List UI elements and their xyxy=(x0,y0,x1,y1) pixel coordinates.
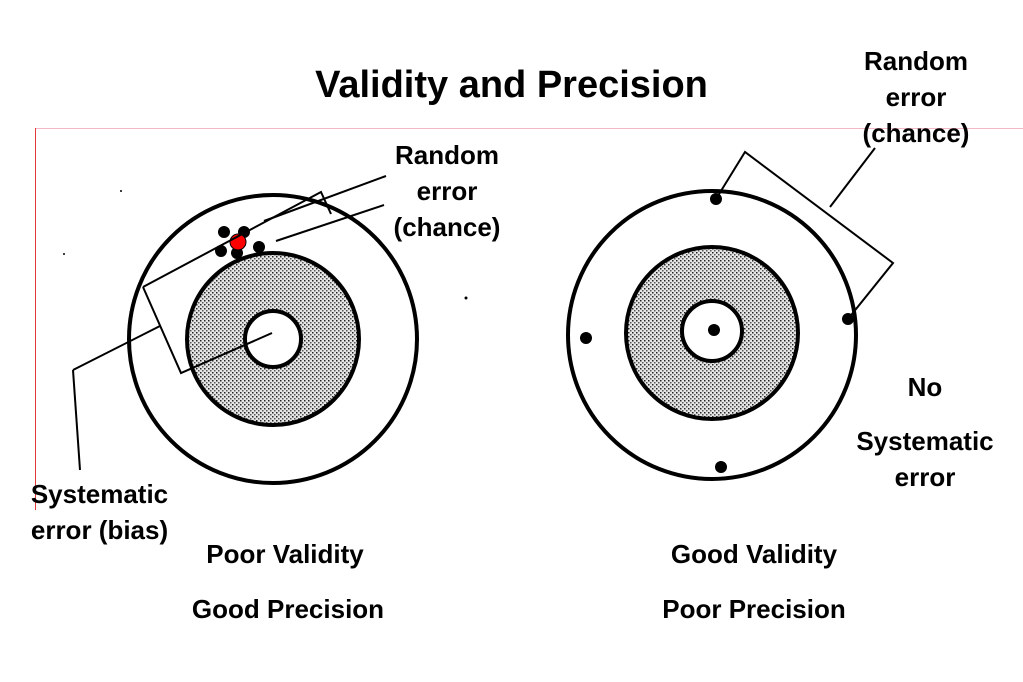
left-shot xyxy=(218,226,230,238)
left-random-error-label: Random error (chance) xyxy=(380,137,514,245)
label-line: Systematic xyxy=(856,426,994,456)
right-target xyxy=(566,147,895,481)
systematic-error-label: Systematic error (bias) xyxy=(12,476,187,548)
right-shot xyxy=(580,332,592,344)
left-validity-label: Poor Validity xyxy=(206,539,364,569)
right-precision-label: Poor Precision xyxy=(662,594,846,624)
right-shot xyxy=(708,324,720,336)
slide-left-rule xyxy=(35,128,36,510)
left-shot xyxy=(253,241,265,253)
label-line: Systematic xyxy=(30,479,169,509)
label-line: Random xyxy=(864,46,968,76)
label-line: error xyxy=(416,176,478,206)
speck xyxy=(464,296,468,300)
no-systematic-error-label: No Systematic error xyxy=(840,369,1010,495)
label-line: Random xyxy=(395,140,499,170)
label-line: error xyxy=(885,82,947,112)
random-error-bracket xyxy=(715,150,895,320)
right-shot xyxy=(715,461,727,473)
label-line: (chance) xyxy=(862,118,970,148)
label-line: error xyxy=(894,462,956,492)
right-validity-label: Good Validity xyxy=(670,539,838,569)
label-line: No xyxy=(907,372,943,402)
speck xyxy=(120,190,122,192)
label-line: error (bias) xyxy=(30,515,169,545)
speck xyxy=(63,253,65,255)
slide-top-rule xyxy=(35,128,1023,129)
left-target xyxy=(72,175,419,485)
random-error-pointer xyxy=(263,175,387,222)
left-precision-label: Good Precision xyxy=(191,594,385,624)
label-line: (chance) xyxy=(393,212,501,242)
right-random-error-label: Random error (chance) xyxy=(848,43,984,151)
slide-title: Validity and Precision xyxy=(315,64,708,106)
left-bullseye xyxy=(243,309,303,369)
systematic-error-bracket xyxy=(142,286,273,375)
